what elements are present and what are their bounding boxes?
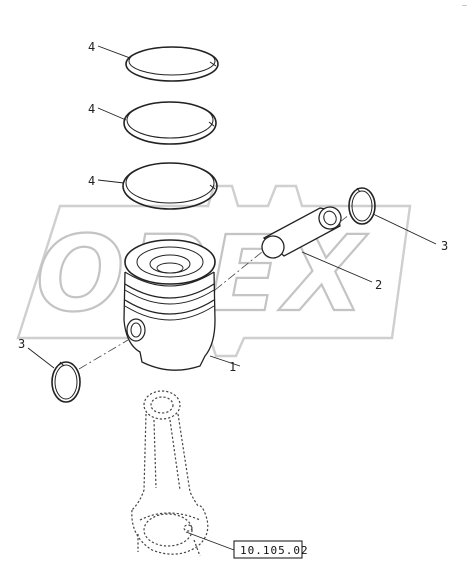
pin-clip-right <box>348 187 376 225</box>
callout-piston: 1 <box>229 360 236 374</box>
corner-mark: — <box>462 3 467 9</box>
callout-ring-bottom: 4 <box>88 174 95 188</box>
piston <box>123 239 216 371</box>
callout-pin-clip-right: 3 <box>441 239 448 253</box>
piston-ring-top <box>125 46 219 82</box>
connecting-rod <box>131 390 209 557</box>
piston-ring-bottom <box>122 162 218 210</box>
pin-clip-left <box>51 361 81 403</box>
piston-ring-middle <box>123 101 217 145</box>
assembly-lines <box>78 213 351 370</box>
reference-box: 10.105.02 <box>233 540 309 559</box>
reference-box-text: 10.105.02 <box>240 544 309 557</box>
callout-pin-clip-left: 3 <box>18 337 25 351</box>
leader-lines <box>27 45 437 551</box>
callout-piston-pin: 2 <box>375 278 382 292</box>
callout-ring-top: 4 <box>88 40 95 54</box>
callout-ring-middle: 4 <box>88 102 95 116</box>
piston-pin <box>261 206 342 259</box>
